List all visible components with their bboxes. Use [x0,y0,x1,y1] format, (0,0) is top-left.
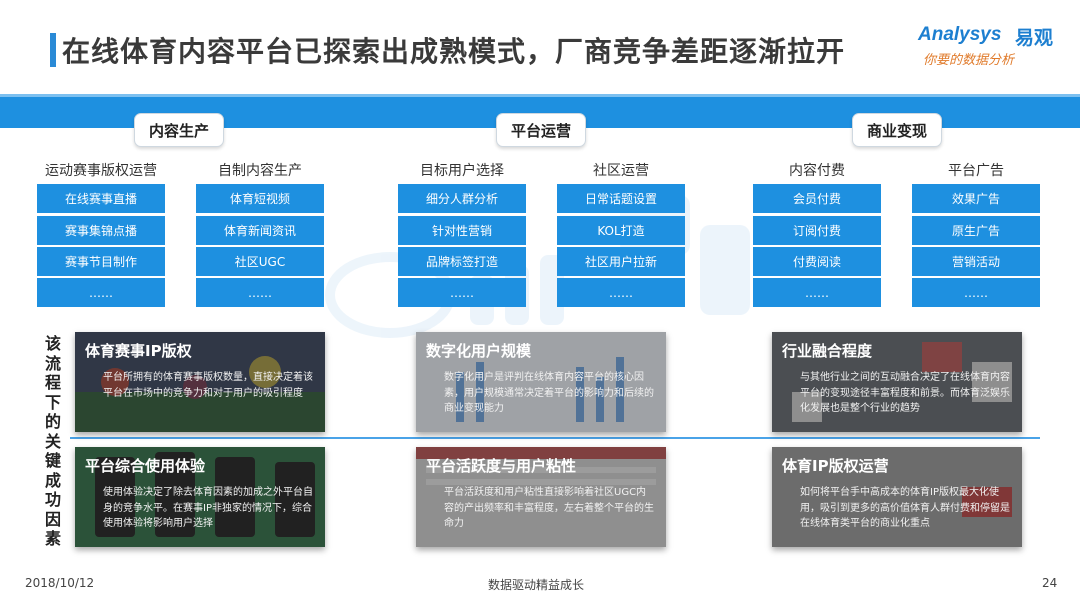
item-cell: 社区UGC [196,247,324,276]
page-number: 24 [1042,576,1057,590]
factor-card: 体育赛事IP版权 平台所拥有的体育赛事版权数量，直接决定着该平台在市场中的竞争力… [75,332,325,432]
item-cell: 效果广告 [912,184,1040,213]
column-title: 自制内容生产 [196,160,324,180]
item-cell: 营销活动 [912,247,1040,276]
footer-slogan: 数据驱动精益成长 [488,576,584,593]
factor-card: 体育IP版权运营 如何将平台手中高成本的体育IP版权最大化使用，吸引到更多的高价… [772,447,1022,547]
column-title: 运动赛事版权运营 [37,160,165,180]
factor-text: 平台活跃度和用户粘性直接影响着社区UGC内容的产出频率和丰富程度，左右着整个平台… [444,485,656,532]
item-cell: 赛事节目制作 [37,247,165,276]
factor-text: 如何将平台手中高成本的体育IP版权最大化使用，吸引到更多的高价值体育人群付费和停… [800,485,1012,532]
item-cell: 原生广告 [912,216,1040,245]
column-title: 社区运营 [557,160,685,180]
factor-title: 平台综合使用体验 [85,455,205,476]
column-title: 目标用户选择 [398,160,526,180]
column-title: 内容付费 [753,160,881,180]
item-cell: …… [912,278,1040,307]
section-tag-content-production: 内容生产 [134,113,224,147]
factor-title: 平台活跃度与用户粘性 [426,455,576,476]
item-cell: …… [557,278,685,307]
column-title: 平台广告 [912,160,1040,180]
title-accent-bar [50,33,56,67]
factor-title: 体育赛事IP版权 [85,340,192,361]
footer-date: 2018/10/12 [25,576,94,590]
section-tag-platform-operation: 平台运营 [496,113,586,147]
item-cell: …… [37,278,165,307]
factor-text: 平台所拥有的体育赛事版权数量，直接决定着该平台在市场中的竞争力和对于用户的吸引程… [103,370,315,401]
logo-brand: Analysys [918,24,1001,46]
factor-text: 数字化用户是评判在线体育内容平台的核心因素，用户规模通常决定着平台的影响力和后续… [444,370,656,417]
item-cell: 付费阅读 [753,247,881,276]
item-cell: 日常话题设置 [557,184,685,213]
factor-card: 平台活跃度与用户粘性 平台活跃度和用户粘性直接影响着社区UGC内容的产出频率和丰… [416,447,666,547]
item-cell: 社区用户拉新 [557,247,685,276]
item-cell: 在线赛事直播 [37,184,165,213]
section-tag-monetization: 商业变现 [852,113,942,147]
factor-text: 与其他行业之间的互动融合决定了在线体育内容平台的变现途径丰富程度和前景。而体育泛… [800,370,1012,417]
factor-title: 数字化用户规模 [426,340,531,361]
logo-tagline: 你要的数据分析 [923,49,1014,68]
factors-divider [70,437,1040,439]
logo-brand-cn: 易观 [1015,23,1053,50]
factor-card: 数字化用户规模 数字化用户是评判在线体育内容平台的核心因素，用户规模通常决定着平… [416,332,666,432]
page-title: 在线体育内容平台已探索出成熟模式，厂商竞争差距逐渐拉开 [62,30,845,70]
item-cell: …… [196,278,324,307]
item-cell: 细分人群分析 [398,184,526,213]
item-cell: 体育新闻资讯 [196,216,324,245]
key-success-factors-label: 该流程下的关键成功因素 [42,334,64,549]
item-cell: KOL打造 [557,216,685,245]
item-cell: …… [753,278,881,307]
item-cell: …… [398,278,526,307]
item-cell: 体育短视频 [196,184,324,213]
item-cell: 针对性营销 [398,216,526,245]
factor-text: 使用体验决定了除去体育因素的加成之外平台自身的竞争水平。在赛事IP非独家的情况下… [103,485,315,532]
factor-title: 行业融合程度 [782,340,872,361]
analysys-logo: Analysys 易观 你要的数据分析 [918,24,1068,72]
item-cell: 订阅付费 [753,216,881,245]
factor-card: 平台综合使用体验 使用体验决定了除去体育因素的加成之外平台自身的竞争水平。在赛事… [75,447,325,547]
factor-card: 行业融合程度 与其他行业之间的互动融合决定了在线体育内容平台的变现途径丰富程度和… [772,332,1022,432]
item-cell: 会员付费 [753,184,881,213]
item-cell: 赛事集锦点播 [37,216,165,245]
factor-title: 体育IP版权运营 [782,455,889,476]
item-cell: 品牌标签打造 [398,247,526,276]
